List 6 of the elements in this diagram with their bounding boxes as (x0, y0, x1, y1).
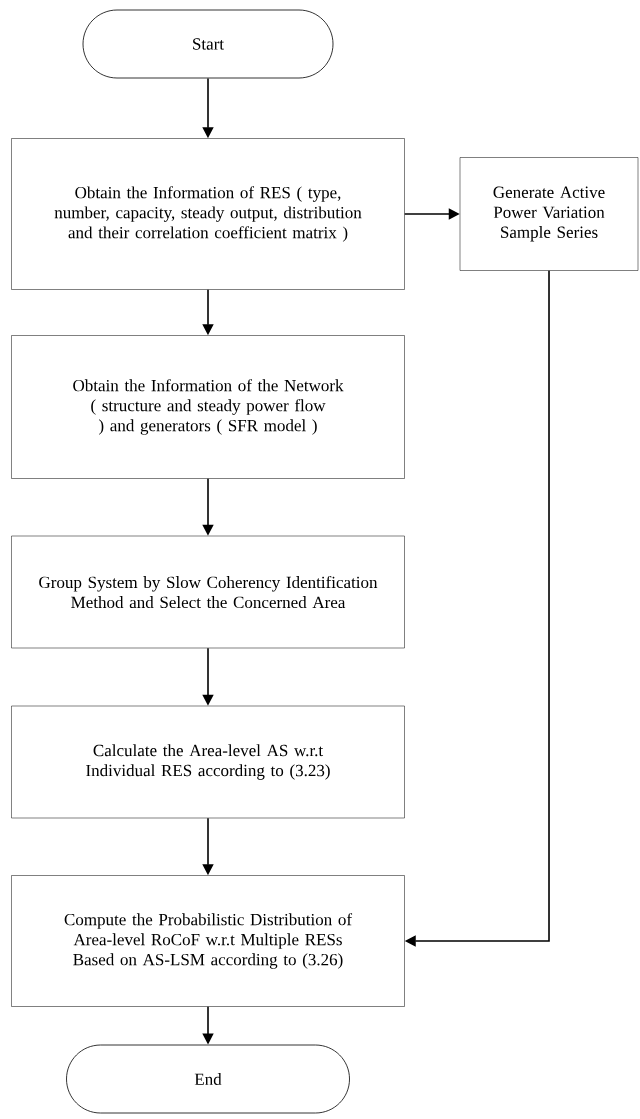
process-box: Group System by Slow Coherency Identification Method and Select the Concerned Area (11, 535, 405, 649)
process-box: Generate Active Power Variation Sample Series (459, 157, 639, 271)
process-box: Obtain the Information of RES ( type, number, capacity, steady output, distribution and their correlation coefficient matrix ) (11, 138, 405, 290)
process-box: Calculate the Area-level AS w.r.t Individual RES according to (3.23) (11, 705, 405, 819)
process-box: Compute the Probabilistic Distribution of Area-level RoCoF w.r.t Multiple RESs Based on AS-LSM according to (3.26) (11, 875, 405, 1007)
process-box: Obtain the Information of the Network ( structure and steady power flow ) and generators ( SFR model ) (11, 335, 405, 479)
